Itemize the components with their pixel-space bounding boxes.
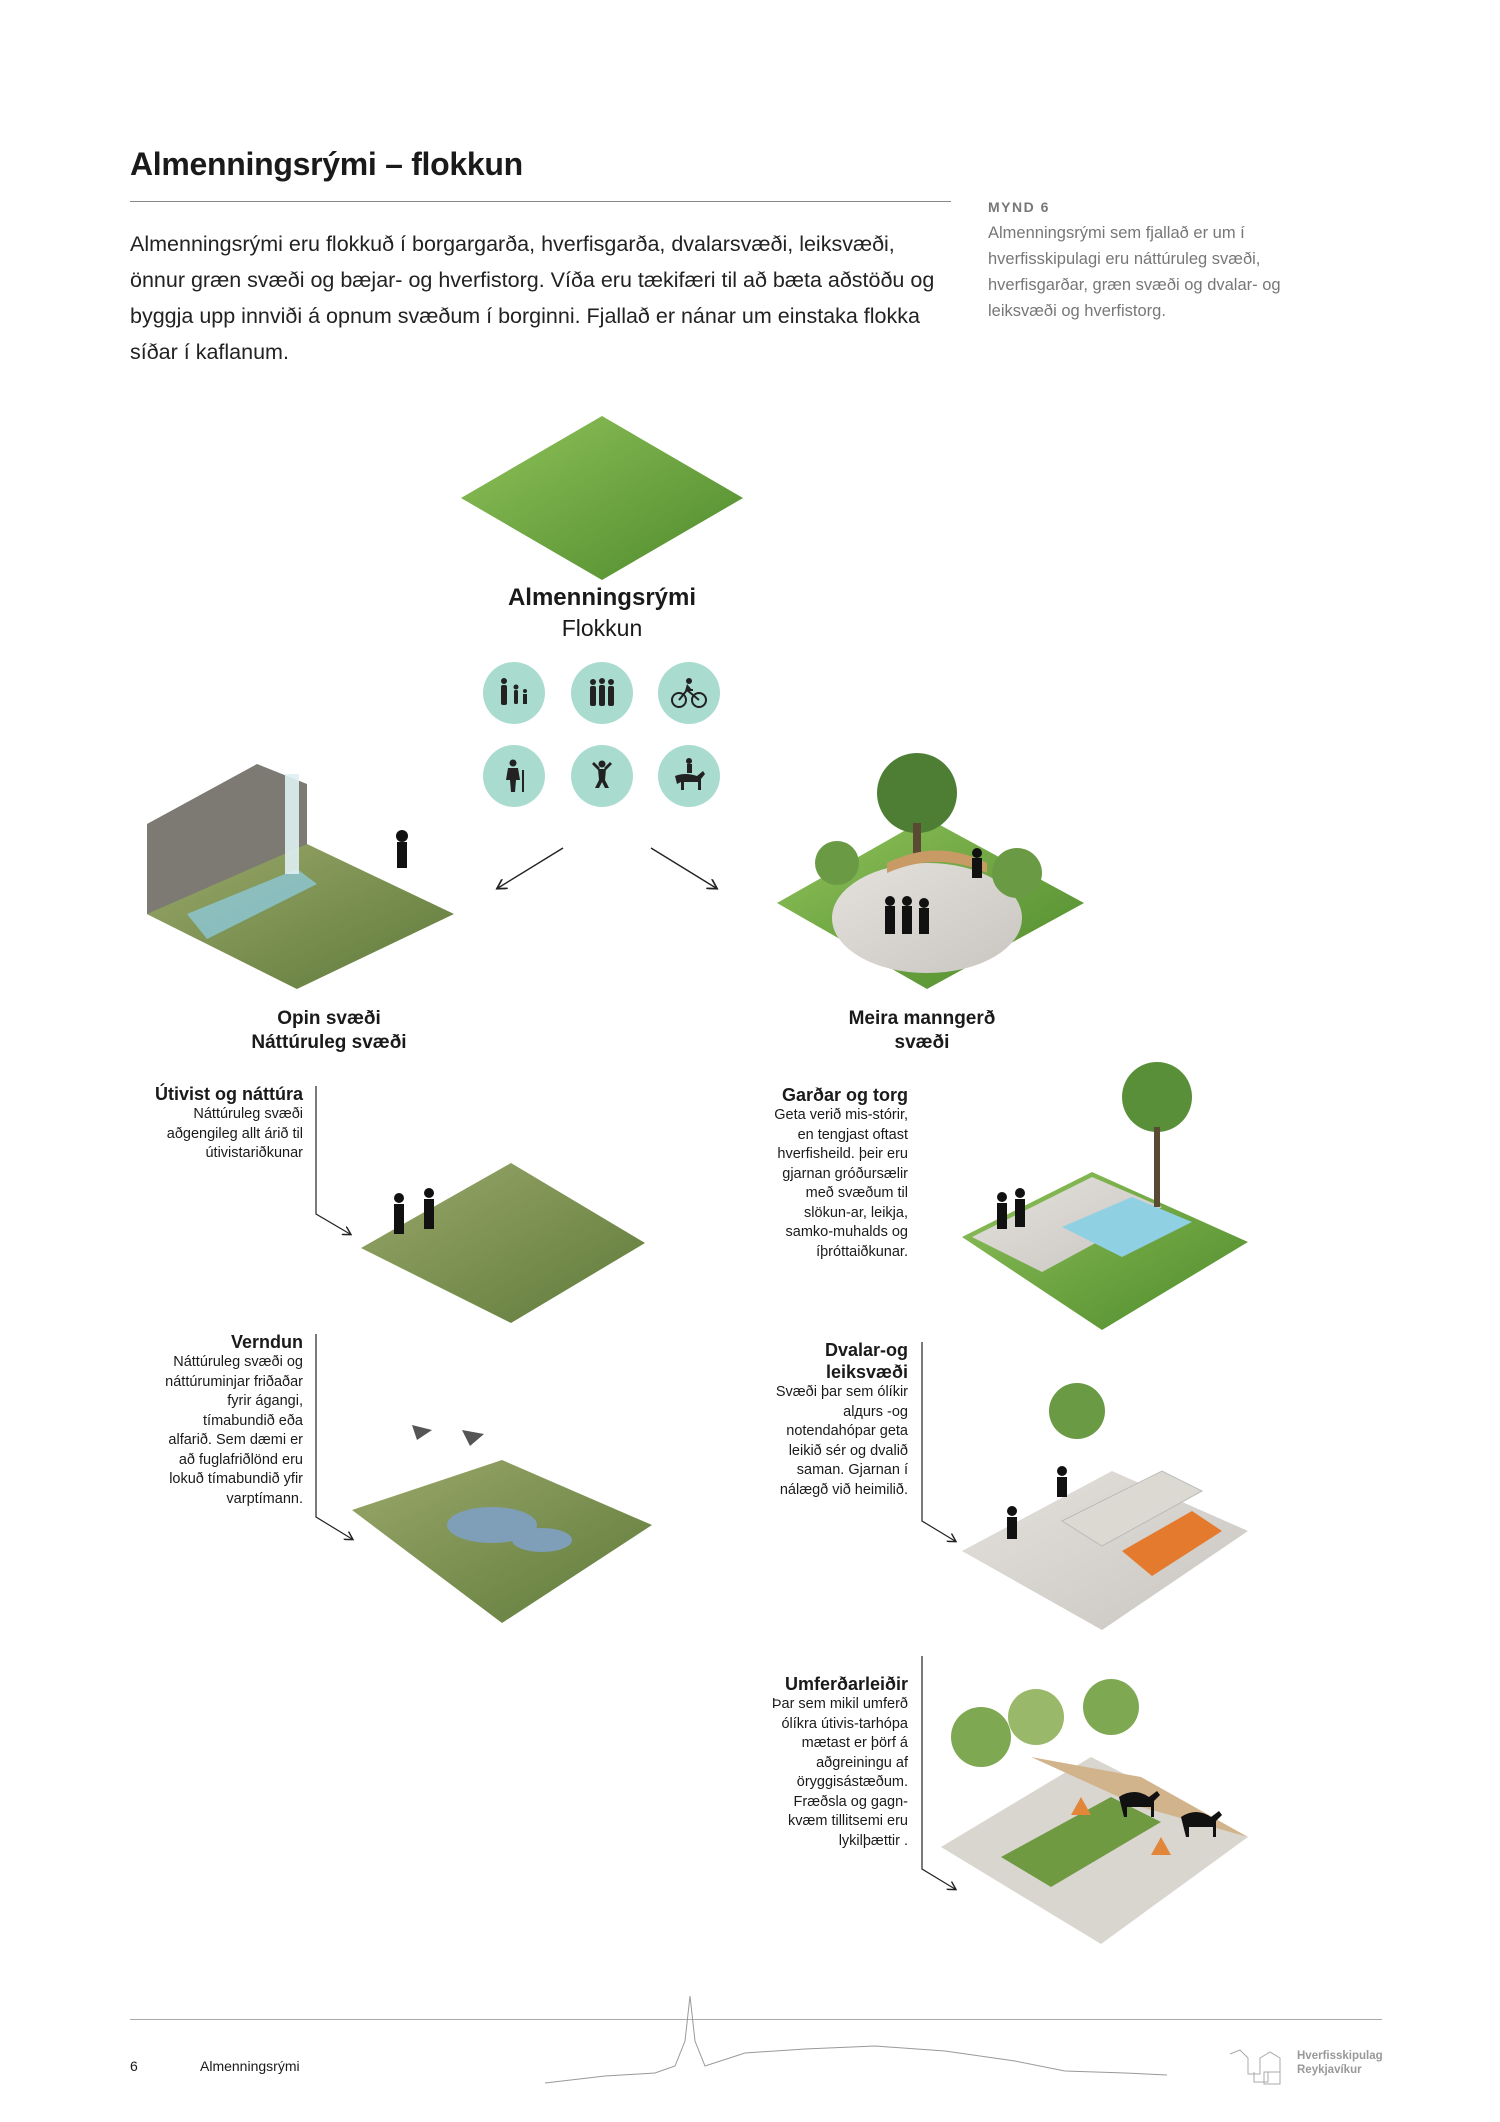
conservation-illustration xyxy=(352,1425,652,1623)
cyclist-icon xyxy=(658,662,720,724)
category-text: Geta verið mis-stórir, en tengjast oftas… xyxy=(774,1107,908,1260)
section-name: Almenningsrými xyxy=(200,2058,300,2074)
parks-squares-illustration xyxy=(962,1062,1248,1330)
category-title: Umferðarleiðir xyxy=(784,1674,908,1694)
figure-label: MYND 6 xyxy=(988,199,1050,215)
hiker-icon xyxy=(483,745,545,807)
branch-label-line: Meira manngerð xyxy=(848,1008,996,1029)
category-traffic-routes: Umferðarleiðir Þar sem mikil umferð ólík… xyxy=(758,1673,908,1851)
category-title: Dvalar-og leiksvæði xyxy=(824,1340,908,1382)
category-text: Þar sem mikil umferð ólíkra útivis-tarhó… xyxy=(771,1696,908,1849)
category-text: Náttúruleg svæði og náttúruminjar friðað… xyxy=(165,1354,303,1507)
footer-divider xyxy=(130,2019,1382,2020)
family-walking-icon xyxy=(483,662,545,724)
logo-text: Hverfisskipulag Reykjavíkur xyxy=(1297,2049,1383,2077)
category-parks-squares: Garðar og torg Geta verið mis-stórir, en… xyxy=(758,1084,908,1262)
branch-label-line: Náttúruleg svæði xyxy=(251,1032,407,1053)
category-title: Garðar og torg xyxy=(781,1085,908,1105)
horse-rider-icon xyxy=(658,745,720,807)
branch-label-built-areas: Meira manngerð svæði xyxy=(772,1007,1072,1055)
category-title: Verndun xyxy=(230,1332,303,1352)
diagram-root-subtitle: Flokkun xyxy=(561,615,643,641)
branch-label-line: Opin svæði xyxy=(277,1008,381,1029)
outdoor-nature-illustration xyxy=(361,1163,645,1323)
figure-caption: Almenningsrými sem fjallað er um í hverf… xyxy=(988,224,1281,320)
intro-paragraph: Almenningsrými eru flokkuð í borgargarða… xyxy=(130,232,935,364)
logo-line: Reykjavíkur xyxy=(1297,2064,1362,2076)
category-outdoor-nature: Útivist og náttúra Náttúruleg svæði aðge… xyxy=(123,1083,303,1164)
natural-area-illustration xyxy=(147,764,454,989)
branch-arrows xyxy=(0,847,1500,1000)
city-skyline-graphic xyxy=(544,1995,1168,2084)
page-title: Almenningsrými – flokkun xyxy=(130,146,523,182)
category-title: Útivist og náttúra xyxy=(154,1084,303,1104)
child-jumping-icon xyxy=(571,745,633,807)
category-text: Svæði þar sem ólíkir alдurs -og notendah… xyxy=(775,1384,908,1498)
title-divider xyxy=(130,201,951,202)
logo-line: Hverfisskipulag xyxy=(1297,2050,1383,2062)
category-text: Náttúruleg svæði aðgengileg allt árið ti… xyxy=(166,1106,303,1161)
grass-tile-illustration xyxy=(461,416,743,580)
leader-lines xyxy=(315,1086,1500,2000)
hverfisskipulag-logo-icon xyxy=(1229,2049,1281,2085)
arrow-right xyxy=(650,847,716,888)
page-number: 6 xyxy=(130,2058,138,2074)
diagram-root-title: Almenningsrými xyxy=(507,584,697,611)
group-people-icon xyxy=(571,662,633,724)
stay-play-illustration xyxy=(962,1383,1248,1630)
category-stay-play: Dvalar-og leiksvæði Svæði þar sem ólíkir… xyxy=(758,1339,908,1500)
arrow-left xyxy=(498,847,564,888)
built-area-illustration xyxy=(777,753,1084,989)
branch-label-line: svæði xyxy=(894,1032,950,1053)
traffic-routes-illustration xyxy=(941,1679,1248,1944)
category-conservation: Verndun Náttúruleg svæði og náttúruminja… xyxy=(163,1331,303,1509)
